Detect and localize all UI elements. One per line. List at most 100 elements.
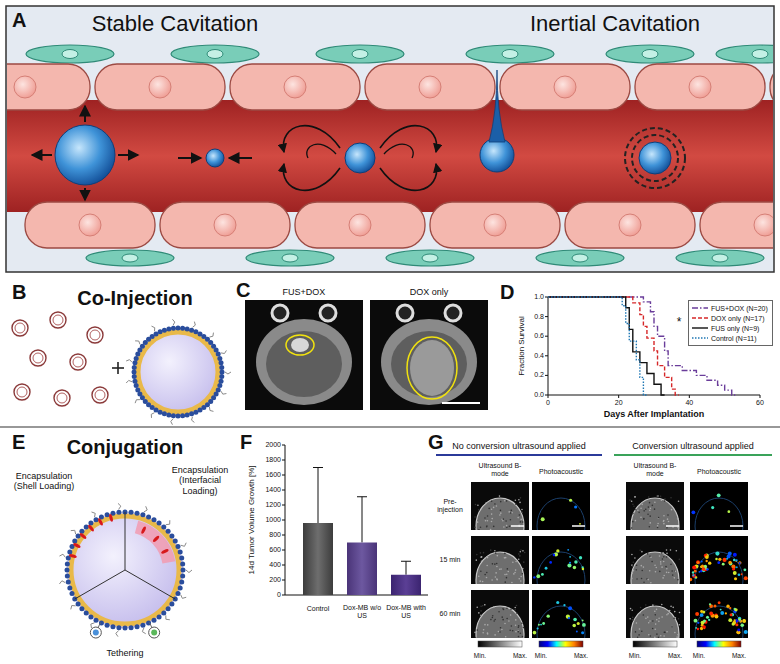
speckle [670,564,672,566]
speckle [484,604,486,606]
lipid-head [88,614,93,619]
speckle [496,578,498,580]
tethered-drug [93,630,99,636]
colorbar-label: Min. [693,652,705,659]
speckle [507,571,509,573]
speckle [647,553,649,555]
speckle [484,624,486,626]
colorbar-label: Max. [574,652,588,659]
eye [397,305,413,321]
lipid-head [72,539,77,544]
speckle [671,626,673,628]
streamline [380,126,437,152]
signal-spot [715,558,718,561]
speckle [491,518,493,520]
speckle [647,579,649,581]
axis-tick: 200 [269,576,281,584]
legend-item: Control (N=11) [692,333,768,343]
ultrasound-image [471,482,529,530]
speckle [522,550,524,552]
bar [303,523,333,595]
lipid-head [132,374,137,379]
peg-chain [126,360,132,363]
speckle [485,520,487,522]
row-label: Pre-injection [431,498,469,514]
signal-spot [738,617,741,620]
tick-mark [545,375,548,376]
speckle [673,617,675,619]
speckle [633,619,635,621]
speckle [635,520,637,522]
legend-text: FUS only (N=9) [711,325,759,332]
panel-g-images [436,455,772,662]
row-label: 60 min [439,610,460,618]
speckle [494,619,496,621]
speckle [494,563,496,565]
speckle [656,619,658,621]
speckle [655,571,657,573]
speckle [501,616,503,618]
speckle [633,570,635,572]
signal-spot [692,510,696,514]
sector-divider [125,570,175,599]
panel-b-illustration [12,312,231,425]
signal-spot [692,565,696,569]
tumor-dome [537,498,585,530]
speckle [631,609,633,611]
lipid-head [158,329,163,334]
streamline [283,164,340,190]
lipid-head [65,568,70,573]
lipid-head [180,574,185,579]
signal-spot [546,614,549,617]
speckle [524,552,526,554]
signal-spot [567,549,569,551]
speckle [663,515,665,517]
signal-spot [579,523,581,525]
mri-background [370,300,488,410]
speckle [649,509,651,511]
speckle [493,620,495,622]
peg-chain [181,543,186,547]
speckle [518,630,520,632]
speckle [640,565,642,567]
cell-nucleus [149,76,171,98]
signal-spot [717,561,720,564]
pericyte-nucleus [352,50,368,59]
speckle [661,500,663,502]
legend-text: FUS+DOX (N=20) [711,305,768,312]
speckle [677,634,679,636]
interfacial-layer [135,521,175,564]
column-header: Ultrasound B-mode [471,462,529,478]
peg-chain [181,595,186,599]
ultrasound-image [626,536,684,584]
signal-spot [708,619,710,621]
speckle [643,518,645,520]
eye [320,305,336,321]
tumor-dome [476,498,524,530]
speckle [496,579,498,581]
speckle [657,525,659,527]
signal-spot [735,623,738,626]
microbubble [206,149,224,167]
lipid-head [217,383,222,388]
tick-mark [545,355,548,356]
speckle [500,568,502,570]
lipid-head [181,568,186,573]
speckle [661,604,663,606]
lipid-head [76,602,81,607]
signal-spot [701,560,703,562]
speckle [649,515,651,517]
lipid-head [173,539,178,544]
speckle [504,581,506,583]
peg-chain [59,554,65,557]
tick-mark [282,505,285,506]
speckle [510,512,512,514]
liposome [50,312,66,328]
axis-tick: 60 [756,399,764,407]
peg-chain [192,417,195,423]
speckle [635,631,637,633]
streamline [283,126,340,152]
color-bar [539,641,583,647]
tick-mark [760,395,761,398]
mri-image [370,300,488,410]
